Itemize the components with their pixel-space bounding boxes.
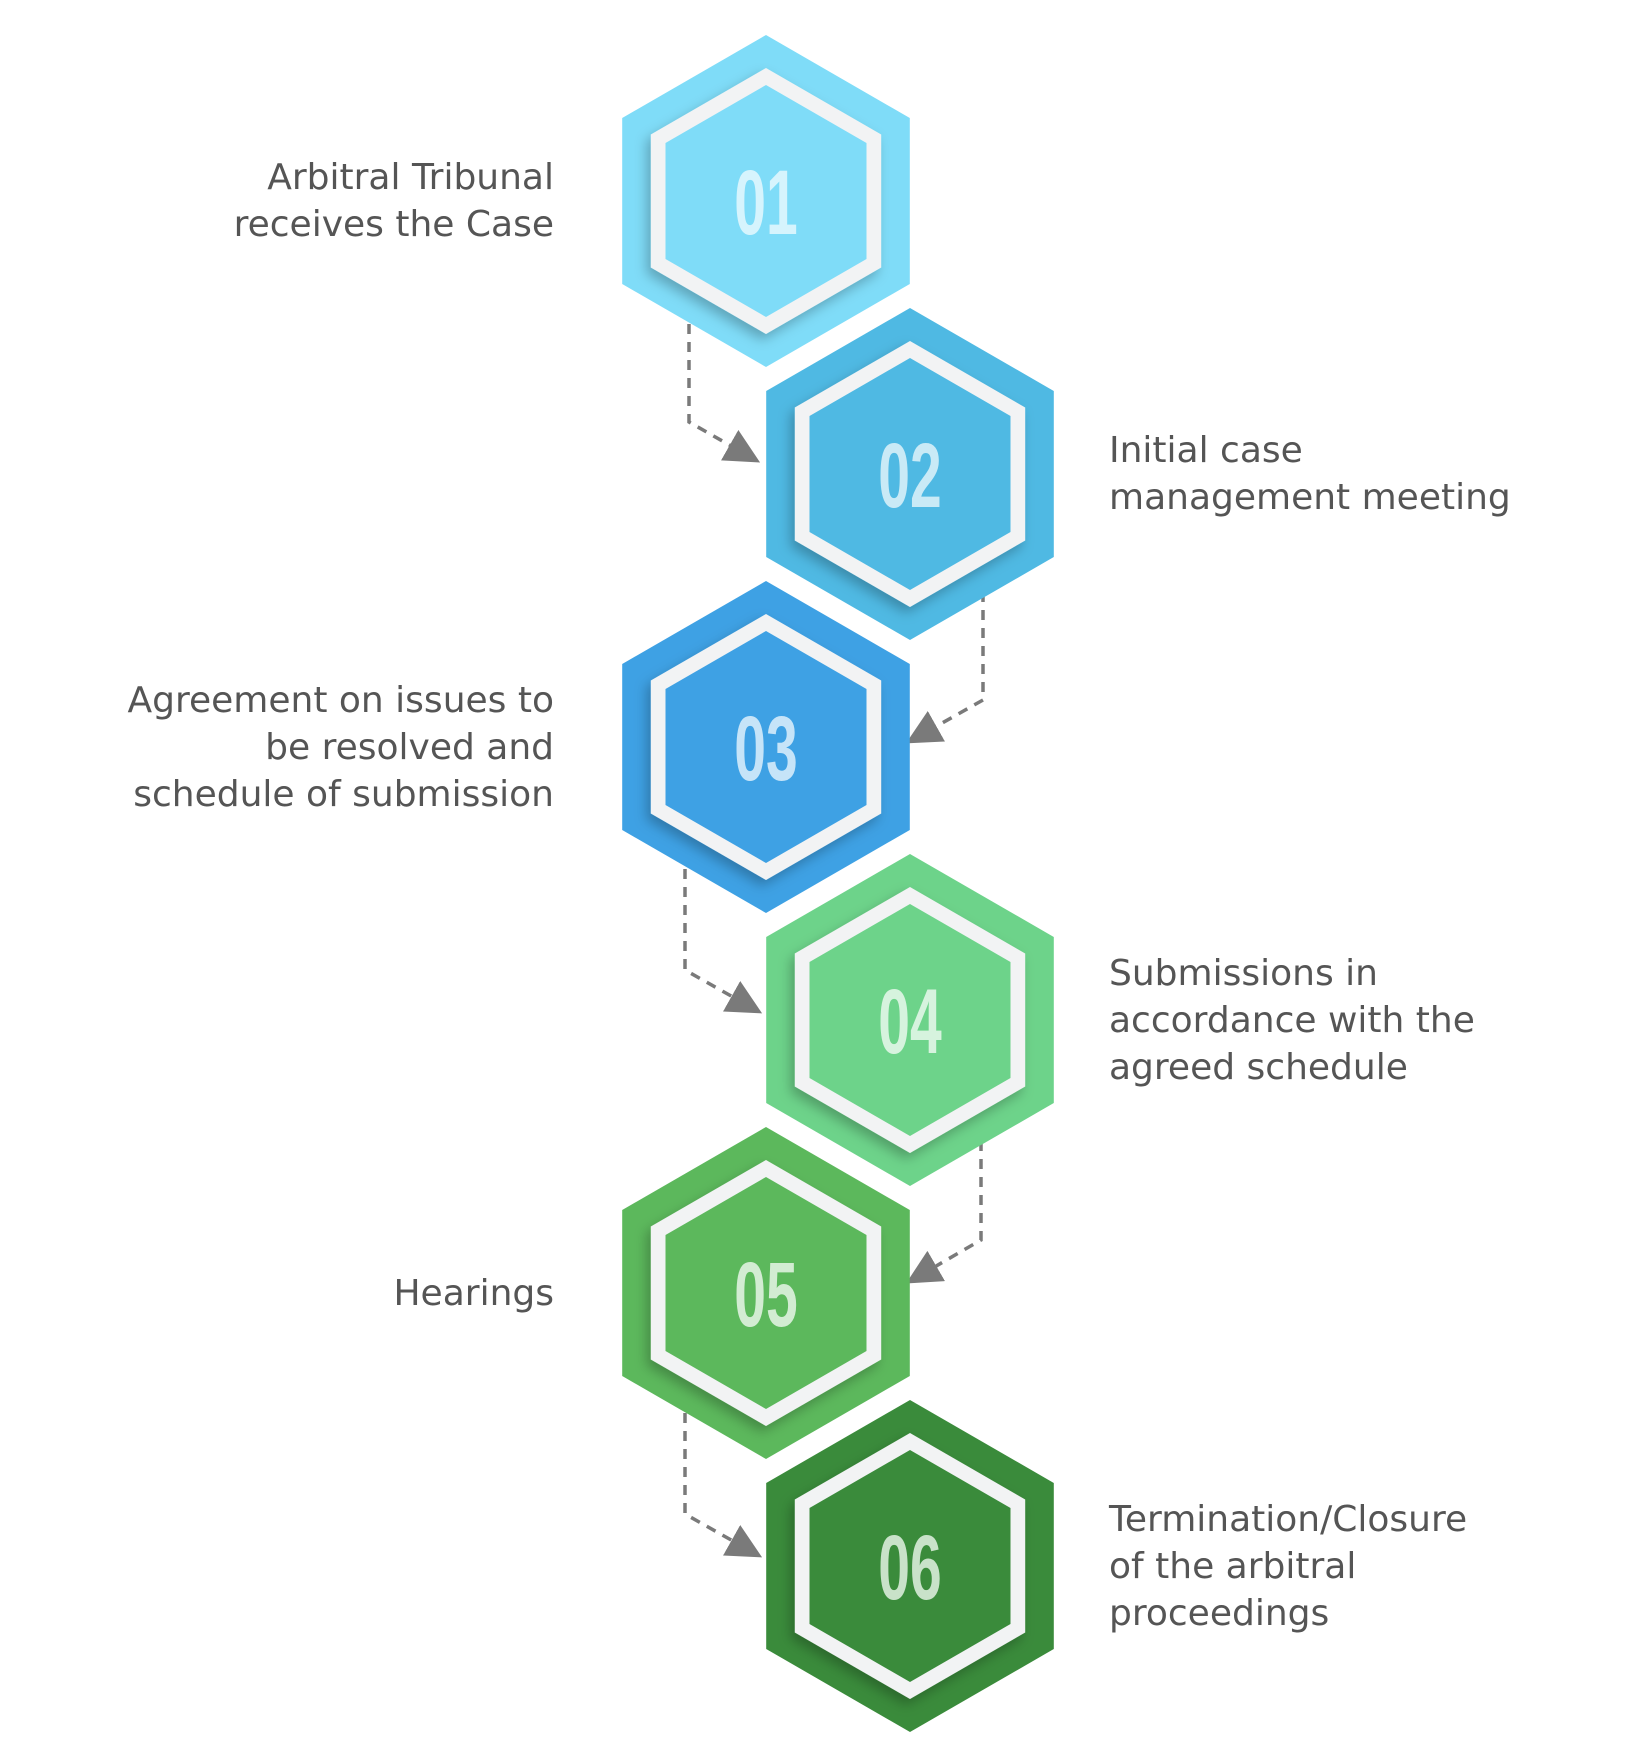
step-02-label: Initial case management meeting (1109, 374, 1511, 574)
label-line: be resolved and (265, 726, 554, 768)
label-line: Hearings (393, 1272, 554, 1314)
label-line: of the arbitral (1109, 1545, 1357, 1587)
step-number: 06 (878, 1517, 941, 1619)
label-line: Initial case (1109, 430, 1303, 471)
step-05-label: Hearings (393, 1193, 554, 1393)
label-line: receives the Case (233, 204, 554, 245)
connector-arrow-4 (905, 1141, 983, 1284)
step-01-label: Arbitral Tribunal receives the Case (234, 101, 554, 301)
step-06-label: Termination/Closure of the arbitral procee… (1109, 1466, 1467, 1666)
label-line: Submissions in (1109, 952, 1378, 994)
label-line: Arbitral Tribunal (267, 157, 554, 198)
hexagon-inner (665, 631, 867, 863)
label-line: Agreement on issues to (127, 679, 554, 721)
hexagon-inner (665, 85, 867, 317)
label-line: agreed schedule (1109, 1046, 1408, 1088)
hexagon-inner (809, 904, 1011, 1136)
step-02-hexagon: 02 (766, 308, 1054, 640)
step-number: 02 (878, 425, 941, 527)
label-line: accordance with the (1109, 999, 1475, 1041)
step-05-hexagon: 05 (622, 1127, 910, 1459)
hexagon-inner (809, 358, 1011, 590)
label-line: schedule of submission (133, 773, 554, 815)
label-line: proceedings (1109, 1592, 1330, 1634)
step-number: 03 (734, 698, 797, 800)
hexagon-inner (809, 1450, 1011, 1682)
connector-arrow-1 (687, 324, 761, 463)
step-04-hexagon: 04 (766, 854, 1054, 1186)
step-03-hexagon: 03 (622, 581, 910, 913)
hexagon-inner (665, 1177, 867, 1409)
step-04-label: Submissions in accordance with the agreed … (1109, 920, 1475, 1120)
label-line: management meeting (1109, 477, 1511, 518)
label-line: Termination/Closure (1109, 1498, 1468, 1540)
step-number: 04 (878, 971, 942, 1073)
step-number: 05 (734, 1244, 797, 1346)
step-03-label: Agreement on issues to be resolved and sch… (128, 647, 554, 847)
step-01-hexagon: 01 (622, 35, 910, 367)
step-06-hexagon: 06 (766, 1400, 1054, 1732)
step-number: 01 (734, 152, 797, 254)
connector-arrow-2 (905, 592, 985, 744)
